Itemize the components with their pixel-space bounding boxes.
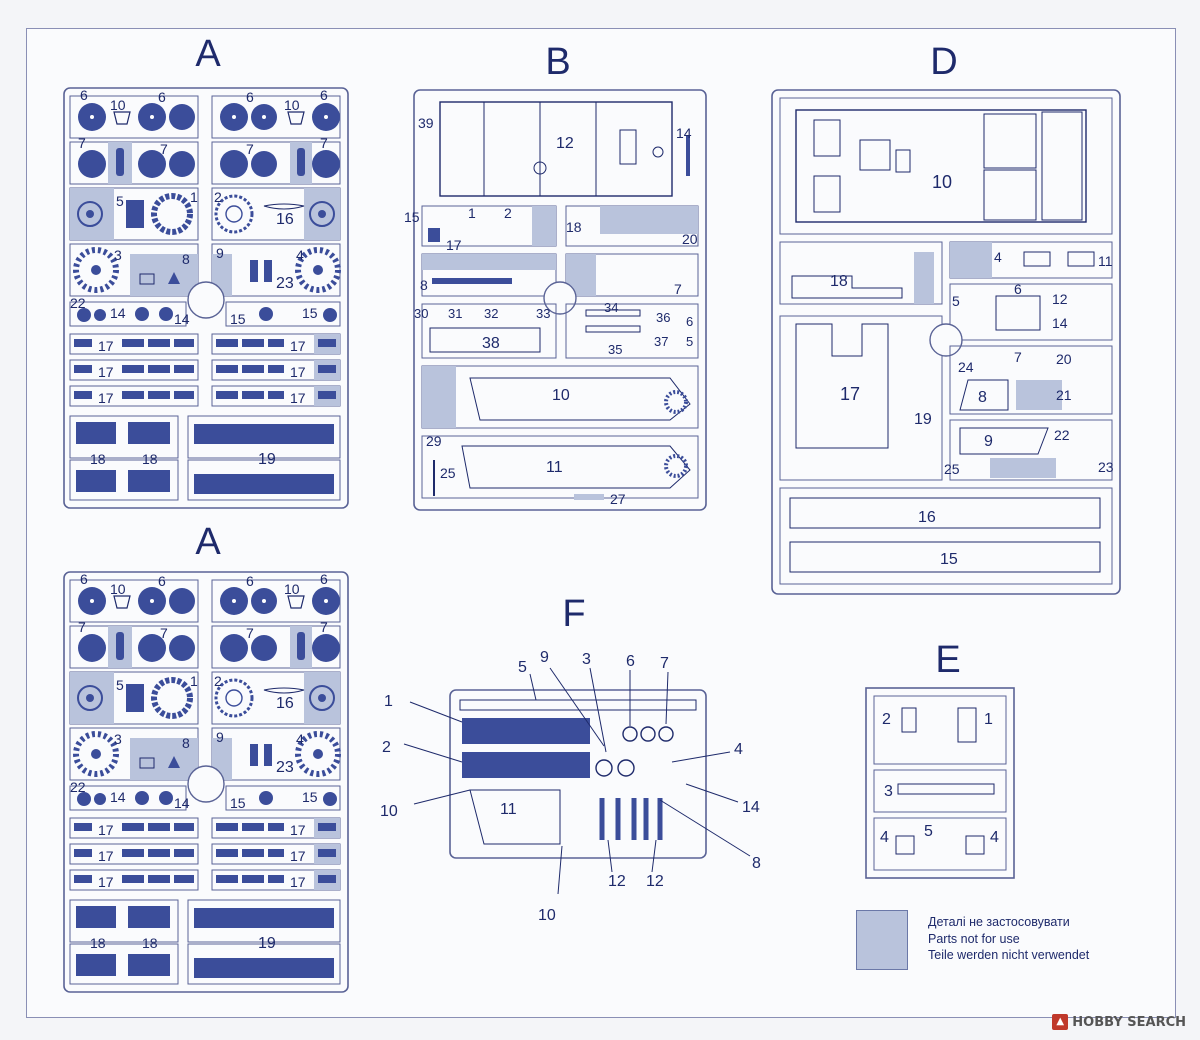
sprue-d: D 10 18 4 11 5 6 12 14 17 19 24 <box>771 41 1121 595</box>
sprue-a-bottom-letter: A <box>195 521 221 563</box>
svg-text:15: 15 <box>940 551 958 568</box>
svg-text:5: 5 <box>952 293 960 309</box>
svg-text:20: 20 <box>682 231 698 247</box>
svg-text:7: 7 <box>660 655 669 672</box>
svg-text:4: 4 <box>994 249 1002 265</box>
svg-text:2: 2 <box>382 739 391 756</box>
legend-line-english: Parts not for use <box>928 931 1020 946</box>
watermark-text: HOBBY SEARCH <box>1072 1014 1186 1030</box>
svg-text:32: 32 <box>484 306 498 321</box>
svg-text:11: 11 <box>500 801 517 818</box>
svg-text:21: 21 <box>1056 387 1072 403</box>
sprue-f-letter: F <box>562 593 585 635</box>
svg-text:10: 10 <box>552 387 570 404</box>
sprue-e: E 2 1 3 4 5 4 <box>865 639 1015 879</box>
svg-text:19: 19 <box>914 411 932 428</box>
svg-text:16: 16 <box>918 509 936 526</box>
svg-text:10: 10 <box>380 803 398 820</box>
svg-text:9: 9 <box>540 649 549 666</box>
svg-text:17: 17 <box>840 384 860 404</box>
svg-text:29: 29 <box>426 433 442 449</box>
hobby-search-logo-icon: ▲ <box>1052 1014 1069 1030</box>
svg-text:10: 10 <box>538 907 556 924</box>
svg-text:2: 2 <box>504 205 512 221</box>
sprue-e-letter: E <box>935 639 960 681</box>
svg-text:8: 8 <box>752 855 761 872</box>
svg-text:3: 3 <box>582 651 591 668</box>
svg-text:4: 4 <box>880 829 889 846</box>
svg-text:11: 11 <box>546 459 563 476</box>
watermark: ▲ HOBBY SEARCH <box>1052 1014 1186 1030</box>
svg-text:12: 12 <box>608 873 626 890</box>
svg-text:38: 38 <box>482 335 500 352</box>
svg-text:14: 14 <box>1052 315 1068 331</box>
svg-text:24: 24 <box>958 359 974 375</box>
svg-text:17: 17 <box>446 237 462 253</box>
svg-text:7: 7 <box>1014 349 1022 365</box>
sprue-d-letter: D <box>930 41 957 83</box>
sprue-a-top-letter: A <box>195 33 221 75</box>
svg-text:6: 6 <box>626 653 635 670</box>
svg-text:35: 35 <box>608 342 622 357</box>
svg-text:15: 15 <box>404 209 420 225</box>
legend-line-german: Teile werden nicht verwendet <box>928 948 1090 962</box>
svg-text:31: 31 <box>448 306 462 321</box>
svg-text:1: 1 <box>984 711 993 728</box>
unused-parts-swatch <box>856 910 908 970</box>
svg-text:12: 12 <box>556 135 574 152</box>
sprue-a-bottom: A <box>64 521 348 992</box>
svg-text:22: 22 <box>1054 427 1070 443</box>
svg-text:1: 1 <box>468 205 476 221</box>
svg-text:18: 18 <box>566 219 582 235</box>
sprue-f: F <box>380 593 761 924</box>
svg-text:3: 3 <box>884 783 893 800</box>
svg-text:8: 8 <box>420 277 428 293</box>
svg-text:23: 23 <box>1098 459 1114 475</box>
svg-text:25: 25 <box>440 465 456 481</box>
sprue-a-top: A <box>64 33 348 508</box>
svg-text:34: 34 <box>604 300 618 315</box>
svg-text:8: 8 <box>978 389 987 406</box>
svg-text:12: 12 <box>646 873 664 890</box>
svg-text:20: 20 <box>1056 351 1072 367</box>
svg-text:39: 39 <box>418 115 434 131</box>
svg-text:12: 12 <box>1052 291 1068 307</box>
svg-text:1: 1 <box>384 693 393 710</box>
svg-text:14: 14 <box>676 125 692 141</box>
sprue-b-letter: B <box>545 41 570 83</box>
svg-text:11: 11 <box>1098 253 1113 269</box>
svg-text:27: 27 <box>610 491 626 507</box>
svg-text:4: 4 <box>734 741 743 758</box>
svg-text:36: 36 <box>656 310 670 325</box>
svg-text:10: 10 <box>932 172 952 192</box>
svg-text:18: 18 <box>830 273 848 290</box>
legend-line-ukrainian: Деталі не застосовувати <box>928 915 1070 929</box>
legend-text: Деталі не застосовувати Parts not for us… <box>928 914 1148 964</box>
svg-text:4: 4 <box>990 829 999 846</box>
svg-text:5: 5 <box>686 334 693 349</box>
svg-text:7: 7 <box>674 281 682 297</box>
svg-text:6: 6 <box>686 314 693 329</box>
svg-text:6: 6 <box>1014 281 1022 297</box>
svg-text:9: 9 <box>984 433 993 450</box>
svg-text:30: 30 <box>414 306 428 321</box>
svg-text:2: 2 <box>882 711 891 728</box>
svg-text:5: 5 <box>924 823 933 840</box>
sprue-b: B 39 12 14 15 1 2 17 18 20 8 7 <box>404 41 707 511</box>
svg-text:5: 5 <box>518 659 527 676</box>
svg-text:33: 33 <box>536 306 550 321</box>
svg-text:37: 37 <box>654 334 668 349</box>
svg-text:14: 14 <box>742 799 760 816</box>
svg-text:25: 25 <box>944 461 960 477</box>
